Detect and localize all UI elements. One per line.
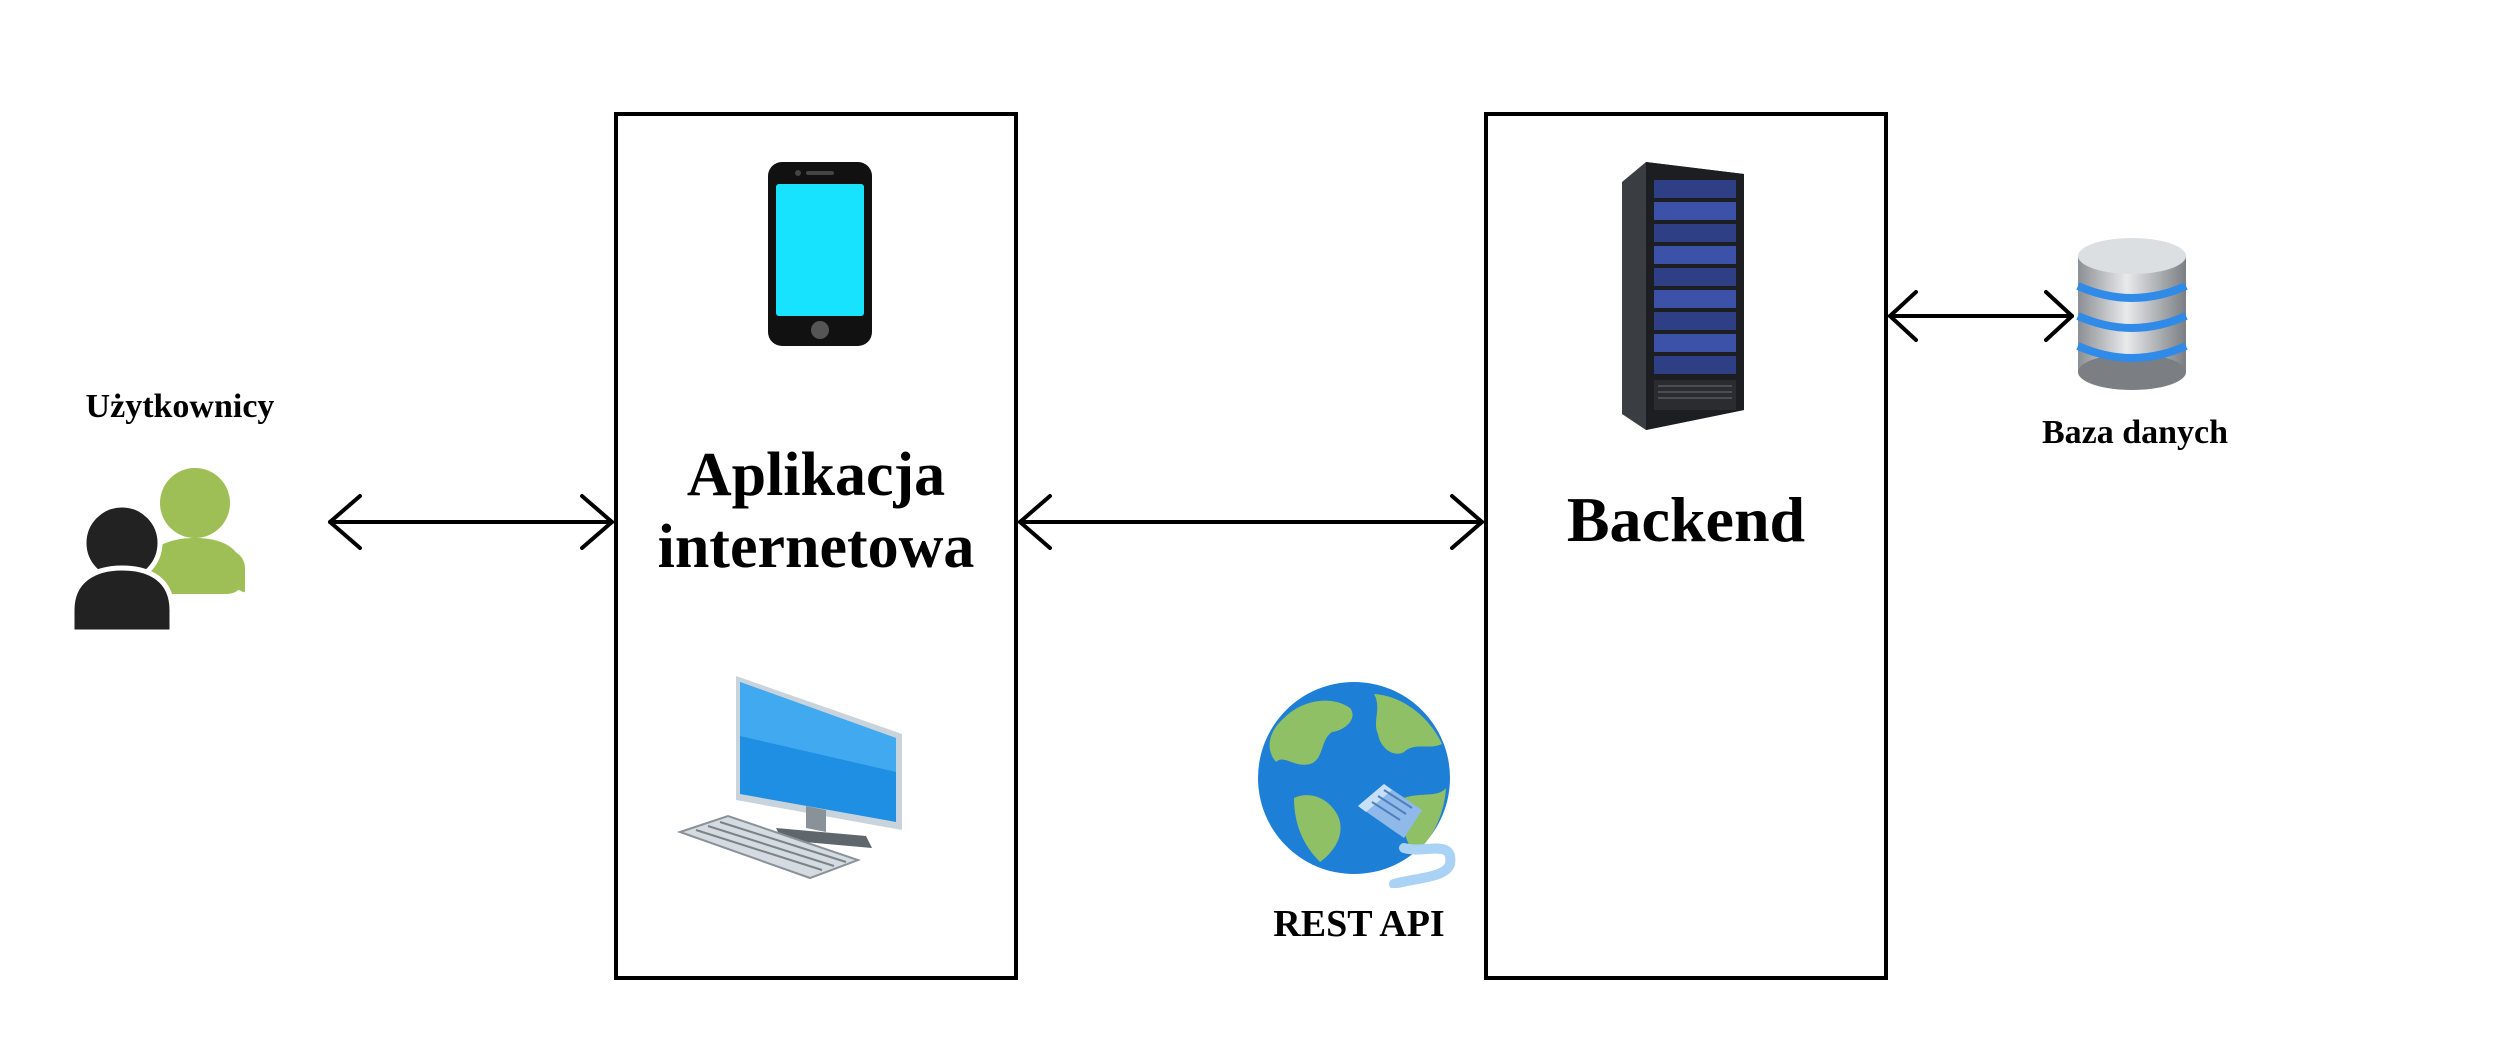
web-app-label-line1: Aplikacja (686, 441, 946, 509)
server-slots (1654, 180, 1736, 374)
rest-api-label: REST API (1273, 903, 1445, 945)
users-icon (70, 468, 245, 635)
web-app-label-line2: internetowa (657, 513, 975, 581)
globe-network-icon (1258, 682, 1456, 888)
desktop-computer-icon (676, 676, 902, 880)
smartphone-icon (768, 162, 872, 346)
server-rack-icon (1622, 162, 1744, 430)
webapp-backend-arrow (1018, 494, 1484, 550)
users-webapp-arrow (328, 494, 614, 550)
database-icon (2076, 238, 2188, 390)
backend-database-arrow (1888, 290, 2074, 342)
backend-label: Backend (1566, 484, 1806, 555)
database-label: Baza danych (2041, 414, 2229, 451)
users-label: Użytkownicy (85, 388, 275, 425)
